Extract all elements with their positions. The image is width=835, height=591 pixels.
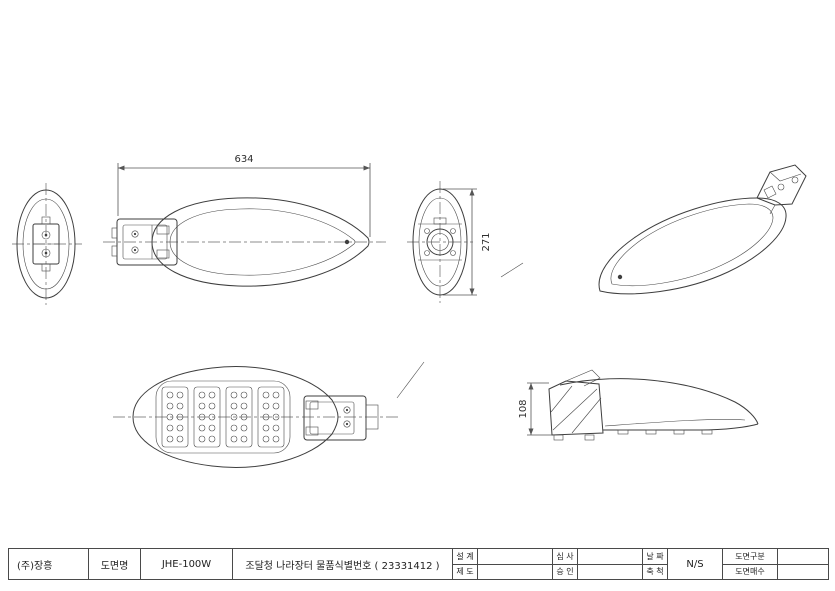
dim-side-height-label: 108 [518,399,529,418]
category-value [778,549,828,565]
model-cell: JHE-100W [141,549,233,579]
bottom-view-drawing [113,361,425,468]
front-view-drawing: 271 [407,181,524,303]
dim-top-width-label: 634 [234,154,253,165]
category-label: 도면구분 [723,549,777,565]
date-label: 날 짜 [643,549,667,565]
scale-value: N/S [686,558,704,570]
approval-label: 승 인 [556,567,574,577]
drafting-value [478,565,552,580]
isometric-view-drawing [598,164,807,295]
sheet-count-label: 도면매수 [735,567,765,577]
design-drafting-value-cell [478,549,553,579]
rear-view-drawing [12,183,82,305]
scale-label: 축 척 [646,567,664,577]
drawing-name-label: 도면명 [100,560,129,572]
procurement-id: 조달청 나라장터 물품식별번호 ( 23331412 ) [245,560,440,572]
model-number: JHE-100W [161,558,212,570]
procurement-id-cell: 조달청 나라장터 물품식별번호 ( 23331412 ) [233,549,453,579]
design-label: 설 계 [453,549,477,565]
review-approval-label-cell: 심 사 승 인 [553,549,578,579]
side-view-drawing: 108 [518,369,759,441]
design-drafting-label-cell: 설 계 제 도 [453,549,478,579]
scale-value-cell: N/S [668,549,723,579]
approval-value [578,565,642,580]
company-cell: (주)장흥 [9,549,89,579]
review-approval-value-cell [578,549,643,579]
sheet-value-cell [778,549,828,579]
review-label: 심 사 [553,549,577,565]
drafting-label: 제 도 [456,567,474,577]
date-scale-label-cell: 날 짜 축 척 [643,549,668,579]
company-name: (주)장흥 [17,560,53,572]
top-view-drawing: 634 [103,154,386,287]
drawing-name-label-cell: 도면명 [89,549,141,579]
sheet-label-cell: 도면구분 도면매수 [723,549,778,579]
sheet-count-value [778,565,828,580]
title-block: (주)장흥 도면명 JHE-100W 조달청 나라장터 물품식별번호 ( 233… [8,548,829,580]
review-value [578,549,642,565]
design-value [478,549,552,565]
dim-front-height-label: 271 [481,232,492,251]
